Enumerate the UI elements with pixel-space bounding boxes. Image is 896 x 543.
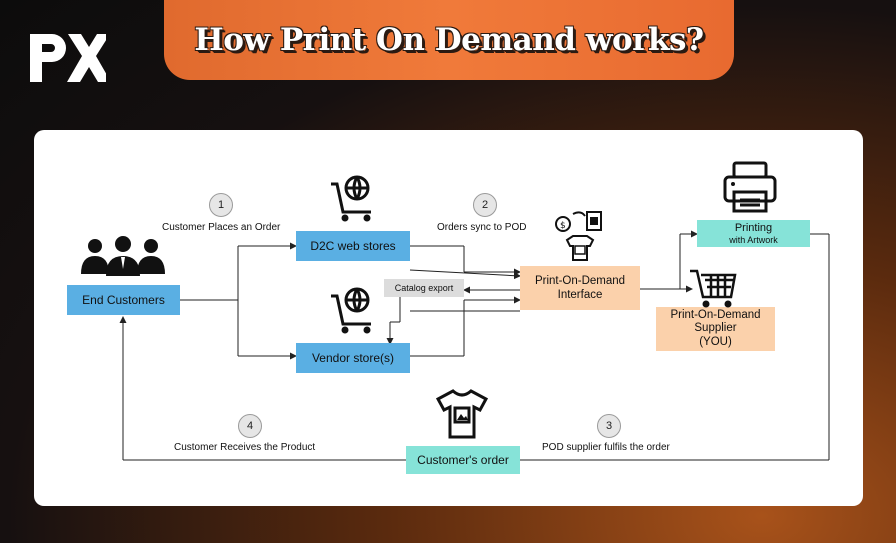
pod-supplier-line1: Print-On-Demand bbox=[670, 308, 761, 321]
pod-interface-box: Print-On-Demand Interface bbox=[520, 266, 640, 310]
logo bbox=[30, 34, 106, 82]
shopping-cart-icon bbox=[690, 269, 737, 308]
vendor-stores-label: Vendor store(s) bbox=[311, 351, 395, 365]
step-2-badge: 2 bbox=[473, 193, 497, 217]
shopping-cart-globe-icon bbox=[331, 175, 371, 222]
tshirt-icon bbox=[435, 389, 489, 439]
printing-line1: Printing bbox=[734, 221, 773, 234]
svg-text:$: $ bbox=[560, 221, 566, 231]
customers-order-label: Customer's order bbox=[417, 453, 509, 467]
pod-interface-line2: Interface bbox=[557, 289, 603, 301]
vendor-stores-box: Vendor store(s) bbox=[296, 343, 410, 373]
printing-line2: with Artwork bbox=[729, 234, 778, 245]
step-3-label: POD supplier fulfils the order bbox=[542, 442, 670, 453]
pod-interface-icon: $ bbox=[555, 211, 602, 261]
catalog-export-box: Catalog export bbox=[384, 279, 464, 297]
step-2-label: Orders sync to POD bbox=[437, 222, 527, 233]
title-banner: How Print On Demand works? bbox=[164, 0, 734, 80]
page-title: How Print On Demand works? bbox=[194, 22, 704, 58]
catalog-export-label: Catalog export bbox=[394, 283, 454, 293]
end-customers-box: End Customers bbox=[67, 285, 180, 315]
pod-supplier-line2: Supplier bbox=[694, 322, 737, 335]
people-icon bbox=[81, 236, 165, 276]
pod-supplier-box: Print-On-Demand Supplier (YOU) bbox=[656, 307, 775, 351]
step-1-label: Customer Places an Order bbox=[162, 222, 281, 233]
step-4-label: Customer Receives the Product bbox=[174, 442, 316, 453]
end-customers-label: End Customers bbox=[82, 293, 165, 307]
step-4-badge: 4 bbox=[238, 414, 262, 438]
step-3-badge: 3 bbox=[597, 414, 621, 438]
d2c-web-stores-label: D2C web stores bbox=[310, 239, 396, 253]
step-1-badge: 1 bbox=[209, 193, 233, 217]
pod-supplier-line3: (YOU) bbox=[699, 335, 732, 348]
pod-interface-line1: Print-On-Demand bbox=[534, 275, 626, 287]
customers-order-box: Customer's order bbox=[406, 446, 520, 474]
printing-box: Printing with Artwork bbox=[697, 220, 810, 247]
d2c-web-stores-box: D2C web stores bbox=[296, 231, 410, 261]
printer-icon bbox=[723, 161, 777, 213]
shopping-cart-globe-icon bbox=[331, 287, 371, 334]
